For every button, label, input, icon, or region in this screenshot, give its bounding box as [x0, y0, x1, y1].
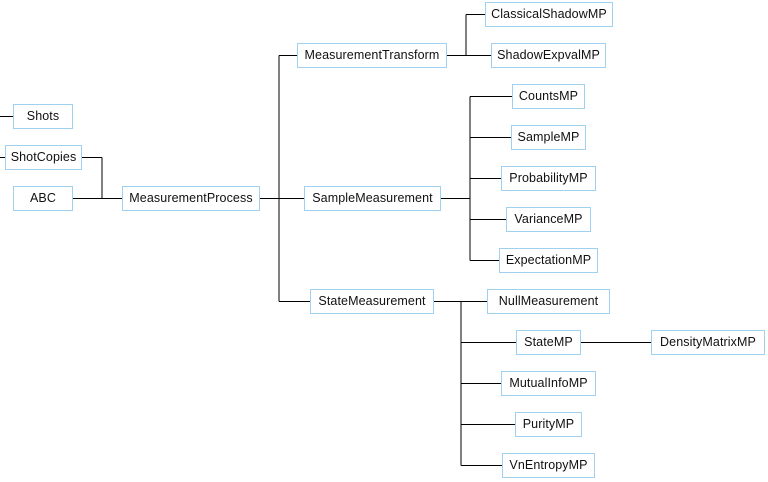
class-node-shadowexpvalmp[interactable]: ShadowExpvalMP	[491, 43, 606, 68]
class-node-abc[interactable]: ABC	[13, 186, 73, 211]
class-node-nullmeasurement[interactable]: NullMeasurement	[487, 289, 610, 314]
class-node-countsmp[interactable]: CountsMP	[512, 84, 585, 109]
class-node-shotcopies[interactable]: ShotCopies	[5, 145, 82, 170]
class-node-statemeasurement[interactable]: StateMeasurement	[310, 289, 434, 314]
class-node-variancemp[interactable]: VarianceMP	[506, 207, 591, 232]
class-node-puritymp[interactable]: PurityMP	[515, 412, 582, 437]
class-node-classicalshadowmp[interactable]: ClassicalShadowMP	[485, 2, 613, 27]
class-node-probabilitymp[interactable]: ProbabilityMP	[501, 166, 596, 191]
class-node-measurementprocess[interactable]: MeasurementProcess	[122, 186, 260, 211]
class-node-statemp[interactable]: StateMP	[516, 330, 581, 355]
class-node-mutualinfomp[interactable]: MutualInfoMP	[501, 371, 596, 396]
class-node-measurementtransform[interactable]: MeasurementTransform	[297, 43, 447, 68]
class-node-samplemp[interactable]: SampleMP	[511, 125, 586, 150]
class-node-expectationmp[interactable]: ExpectationMP	[499, 248, 598, 273]
class-node-densitymatrixmp[interactable]: DensityMatrixMP	[651, 330, 765, 355]
class-node-shots[interactable]: Shots	[13, 104, 73, 129]
class-node-vnentropymp[interactable]: VnEntropyMP	[502, 453, 595, 478]
class-node-samplemeasurement[interactable]: SampleMeasurement	[304, 186, 441, 211]
